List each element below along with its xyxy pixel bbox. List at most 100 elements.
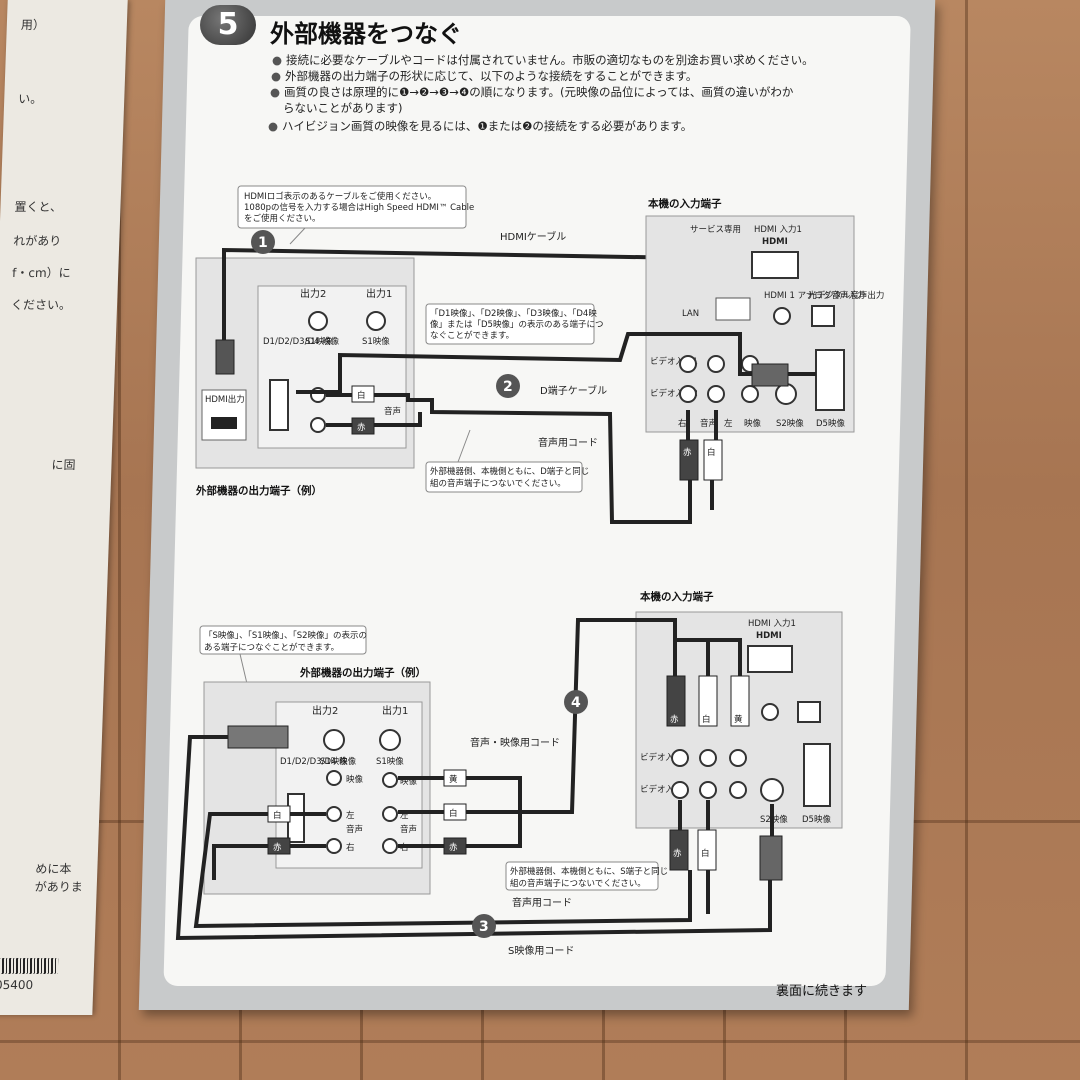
red-plug-label: 赤: [670, 715, 679, 725]
hdmi-note-line: をご使用ください。: [244, 213, 321, 224]
hdmi-note-line: 1080pの信号を入力する場合はHigh Speed HDMI™ Cable: [244, 202, 474, 213]
bullet-line: ●接続に必要なケーブルやコードは付属されていません。市販の適切なものを別途お買い…: [272, 53, 814, 67]
d-note-line: 像」または「D5映像」の表示のある端子につ: [430, 319, 603, 330]
same-group-note-line: 組の音声端子につないでください。: [430, 478, 566, 489]
d5-video-label: D5映像: [816, 418, 845, 429]
right-label: 右: [346, 842, 355, 853]
s2-video-label: S2映像: [760, 814, 788, 825]
d-note-line: なぐことができます。: [430, 330, 514, 341]
white-plug: [351, 385, 375, 403]
white-plug: [267, 805, 291, 823]
d5-video-label: D5映像: [802, 814, 831, 825]
hdmi-logo: HDMI: [756, 631, 782, 641]
d-video-label: D1/D2/D3/D4 映像: [280, 756, 357, 767]
analog-audio-port: [761, 703, 779, 721]
audio-cord: [193, 812, 692, 929]
hdmi-input-port: [751, 251, 799, 279]
white-plug-label: 白: [357, 390, 366, 401]
red-plug-label: 赤: [357, 423, 366, 433]
floor-seam: [0, 1040, 1080, 1043]
service-label: サービス専用: [690, 224, 741, 235]
lan-port: [715, 297, 751, 321]
s-note-line: ある端子につなぐことができます。: [204, 642, 339, 653]
white-plug: [443, 803, 467, 821]
audio-cord: [326, 393, 692, 524]
white-plug-label: 白: [449, 808, 458, 819]
d-video-label: D1/D2/D3/D4 映像: [263, 336, 340, 347]
s-terminal-note-box: [199, 625, 367, 655]
hdmi-note-box: [237, 185, 467, 229]
rca-port: [326, 838, 342, 854]
red-plug: [443, 837, 467, 855]
red-plug: [666, 675, 686, 727]
optical-port: [811, 305, 835, 327]
section-title: 外部機器をつなぐ: [270, 20, 462, 48]
rca-port: [326, 770, 342, 786]
video-label: 映像: [400, 776, 418, 787]
audio-label: 音声: [700, 418, 717, 429]
s2-video-port: [775, 383, 797, 405]
right-label: 右: [678, 418, 687, 429]
s-video-port: [308, 311, 328, 331]
s2-video-port: [760, 778, 784, 802]
s-note-line: 「S映像」、「S1映像」、「S2映像」の表示の: [204, 630, 367, 641]
output1-label: 出力1: [366, 287, 392, 300]
hdmi-plug: [215, 339, 235, 375]
rca-port: [679, 385, 697, 403]
bullet-line: ●ハイビジョン画質の映像を見るには、❶または❷の接続をする必要があります。: [268, 119, 693, 133]
red-plug: [351, 417, 375, 435]
video-input1-label: ビデオ入力1: [650, 356, 698, 367]
audio-label: 音声: [400, 824, 417, 835]
rca-port: [707, 355, 725, 373]
white-plug-label: 白: [701, 848, 710, 859]
bottom-diagram: 本機の入力端子 HDMI 入力1 HDMI ビデオ入力1 ビデオ入力2 S2映像…: [175, 590, 843, 957]
same-group-note-box: [425, 461, 583, 493]
bullet-line: ●画質の良さは原理的に❶→❷→❸→❹の順になります。(元映像の品位によっては、画…: [270, 85, 794, 99]
bullet-line: らないことがあります): [283, 101, 403, 115]
connection-number-3-text: 3: [479, 919, 489, 935]
connection-number-4: [564, 690, 588, 714]
rca-port: [699, 749, 717, 767]
rca-port: [729, 749, 747, 767]
connection-number-2-text: 2: [503, 379, 513, 395]
hdmi-cable: [222, 247, 691, 340]
rca-port: [679, 355, 697, 373]
yellow-plug-label: 黄: [734, 714, 743, 725]
d-cable-label: D端子ケーブル: [540, 384, 607, 397]
red-plug-label: 赤: [673, 849, 682, 859]
external-output-title: 外部機器の出力端子（例）: [195, 484, 322, 497]
rca-port: [707, 385, 725, 403]
av-cord: [675, 638, 742, 676]
analog-audio-port: [773, 307, 791, 325]
d5-port: [803, 743, 831, 807]
white-plug: [698, 675, 718, 727]
hdmi-output-port-box: [201, 389, 247, 441]
tv-input-title: 本機の入力端子: [640, 590, 714, 603]
s-video-plug: [759, 835, 783, 881]
audio-label: 音声: [346, 824, 363, 835]
same-group-note-line: 外部機器側、本機側ともに、S端子と同じ: [510, 866, 668, 877]
s-video-plug: [227, 725, 289, 749]
s-video-port: [379, 729, 401, 751]
av-cord-label: 音声・映像用コード: [470, 736, 560, 749]
same-group-note-line: 外部機器側、本機側ともに、D端子と同じ: [430, 466, 589, 477]
connection-number-1-text: 1: [258, 235, 268, 251]
red-plug: [679, 439, 699, 481]
hdmi-input1-label: HDMI 入力1: [748, 618, 796, 629]
rca-port: [671, 749, 689, 767]
s1-label: S1映像: [376, 756, 404, 767]
top-diagram: HDMIロゴ表示のあるケーブルをご使用ください。 1080pの信号を入力する場合…: [195, 185, 884, 524]
video-label: 映像: [744, 418, 762, 429]
s-video-cord: [175, 735, 772, 941]
output1-label: 出力1: [382, 704, 408, 717]
audio-label: 音声: [384, 406, 401, 417]
video-input2-label: ビデオ入力2: [640, 784, 688, 795]
red-plug: [267, 837, 291, 855]
red-plug-label: 赤: [273, 843, 282, 853]
video-input2-label: ビデオ入力2: [650, 388, 698, 399]
left-label: 左: [724, 418, 733, 429]
rca-port: [310, 417, 326, 433]
rca-port: [382, 838, 398, 854]
section-number-badge: 5: [200, 5, 256, 45]
